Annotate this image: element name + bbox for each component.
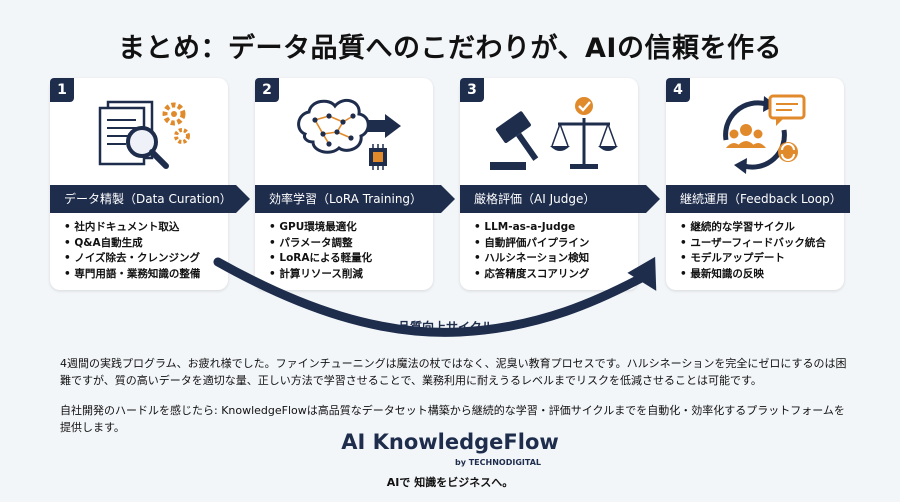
- step-number: 4: [666, 78, 690, 102]
- list-item: 社内ドキュメント取込: [64, 220, 200, 236]
- step-bullets: LLM-as-a-Judge 自動評価パイプライン ハルシネーション検知 応答精…: [474, 220, 589, 282]
- page-title: まとめ：データ品質へのこだわりが、AIの信頼を作る: [118, 33, 782, 64]
- brand-logo: AI KnowledgeFlow: [341, 430, 559, 454]
- list-item: パラメータ調整: [269, 236, 372, 252]
- list-item: LoRAによる軽量化: [269, 251, 372, 267]
- list-item: 計算リソース削減: [269, 267, 372, 283]
- feedback-loop-people-icon: [723, 94, 806, 174]
- list-item: 自動評価パイプライン: [474, 236, 589, 252]
- list-item: 継続的な学習サイクル: [680, 220, 826, 236]
- step-number: 2: [255, 78, 279, 102]
- documents-magnifier-gear-icon: [98, 100, 190, 169]
- step-band-1: データ精製（Data Curation）: [50, 185, 250, 213]
- step-band-3: 厳格評価（AI Judge）: [460, 185, 660, 213]
- step-number: 3: [460, 78, 484, 102]
- list-item: モデルアップデート: [680, 251, 826, 267]
- list-item: Q&A自動生成: [64, 236, 200, 252]
- list-item: 専門用語・業務知識の整備: [64, 267, 200, 283]
- brand-byline: by TECHNODIGITAL: [455, 458, 541, 467]
- list-item: ハルシネーション検知: [474, 251, 589, 267]
- step-number: 1: [50, 78, 74, 102]
- step-bullets: GPU環境最適化 パラメータ調整 LoRAによる軽量化 計算リソース削減: [269, 220, 372, 282]
- step-bullets: 継続的な学習サイクル ユーザーフィードバック統合 モデルアップデート 最新知識の…: [680, 220, 826, 283]
- step-band-4: 継続運用（Feedback Loop）: [666, 185, 850, 213]
- list-item: GPU環境最適化: [269, 220, 372, 236]
- tagline: AIで 知識をビジネスへ。: [386, 476, 514, 489]
- step-card-2: 2 GPU環境最適化 パラメータ調整 LoRAによる軽量化 計算リソース削減: [255, 78, 433, 290]
- step-band-2: 効率学習（LoRA Training）: [255, 185, 455, 213]
- brain-chip-icon: [297, 98, 401, 170]
- list-item: 応答精度スコアリング: [474, 267, 589, 283]
- cycle-label: 品質向上サイクル: [398, 320, 494, 334]
- step-bullets: 社内ドキュメント取込 Q&A自動生成 ノイズ除去・クレンジング 専門用語・業務知…: [64, 220, 200, 282]
- summary-paragraph: 4週間の実践プログラム、お疲れ様でした。ファインチューニングは魔法の杖ではなく、…: [60, 357, 847, 387]
- step-card-4: 4 継続的な学習サイクル ユーザーフィードバック統合 モデルアップデート 最新知…: [666, 78, 844, 290]
- list-item: ユーザーフィードバック統合: [680, 236, 825, 252]
- step-card-1: 1 社内ドキュメント取込 Q&A自動生成 ノイズ除去・クレンジング 専門用語・業…: [50, 78, 228, 290]
- step-card-3: 3 LLM-as-a-Judge 自動評価パイプライン ハルシネーション検知 応…: [460, 78, 638, 290]
- list-item: 最新知識の反映: [680, 267, 826, 283]
- gavel-scales-check-icon: [490, 97, 618, 170]
- cta-paragraph: 自社開発のハードルを感じたら: KnowledgeFlowは高品質なデータセット…: [60, 404, 845, 434]
- list-item: LLM-as-a-Judge: [474, 220, 589, 236]
- list-item: ノイズ除去・クレンジング: [64, 251, 200, 267]
